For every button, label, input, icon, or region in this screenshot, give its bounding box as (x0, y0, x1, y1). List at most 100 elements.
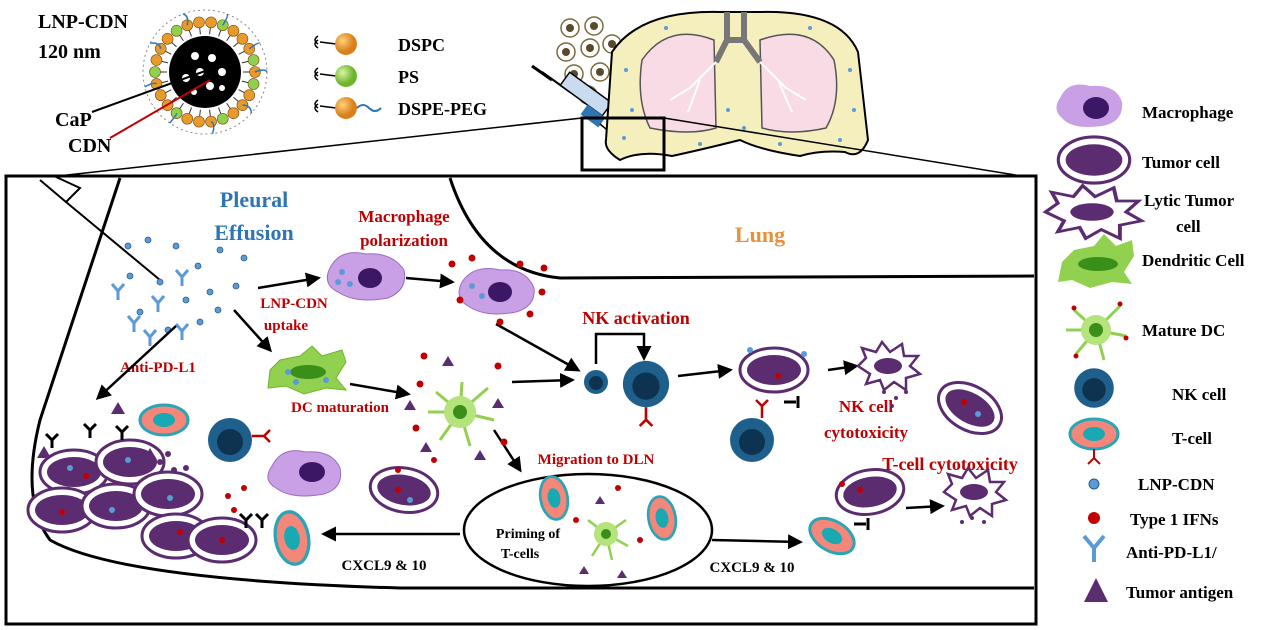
nk-activation-label: NK activation (582, 308, 690, 328)
lipid-headgroup (247, 54, 260, 66)
syringe-icon (531, 16, 622, 135)
t-cell-1 (138, 403, 190, 437)
priming-label-1: Priming of (496, 527, 560, 542)
dc-maturation-label: DC maturation (291, 400, 390, 416)
legend-tumor-antigen: Tumor antigen (1126, 583, 1234, 602)
legend-nk-cell: NK cell (1172, 385, 1227, 404)
cxcl-left-label: CXCL9 & 10 (342, 558, 427, 574)
lipid-dspe-peg: DSPE-PEG (398, 99, 487, 119)
nk-cytotoxicity-label-2: cytotoxicity (824, 423, 909, 442)
lipid-legend: DSPC PS DSPE-PEG (314, 33, 487, 119)
uptake-label-1: LNP-CDN (260, 296, 328, 312)
lytic-cell-2 (942, 466, 1008, 524)
tcell-cytotoxicity-label: T-cell cytotoxicity (882, 454, 1018, 474)
nk-cell-small (584, 370, 608, 394)
lipid-headgroup (236, 33, 249, 45)
lipid-headgroup (149, 66, 161, 78)
lipid-headgroup (247, 78, 260, 90)
macrophage-polarization-label-1: Macrophage (358, 207, 450, 226)
lnp-dot-icon (1088, 478, 1100, 490)
needle-icon (39, 175, 161, 281)
nk-activation-arrow (594, 332, 652, 364)
legend-lnp-cdn: LNP-CDN (1138, 475, 1215, 494)
lipid-headgroup (227, 25, 240, 37)
lipid-headgroup (193, 16, 205, 29)
migration-label: Migration to DLN (538, 452, 655, 468)
nk-cytotoxicity-label-1: NK cell (839, 397, 894, 416)
macrophage-icon (1056, 84, 1123, 127)
pleural-title-2: Effusion (214, 220, 293, 245)
antibody-icon (1082, 534, 1106, 562)
anti-pdl1-label: Anti-PD-L1 (120, 360, 196, 376)
priming-label-2: T-cells (501, 547, 540, 562)
legend-type1-ifns: Type 1 IFNs (1130, 510, 1219, 529)
cdn-pointer (109, 79, 211, 139)
ps-icon (335, 65, 357, 87)
legend-macrophage: Macrophage (1142, 103, 1234, 122)
lnp-title: LNP-CDN (38, 11, 129, 33)
dendritic-cell (267, 345, 348, 395)
cdn-label: CDN (68, 135, 112, 157)
tumor-cell-4 (928, 370, 1012, 446)
tumor-cell-pleura (26, 438, 258, 564)
lytic-tumor-cell-icon (1043, 183, 1144, 241)
macrophage-3 (267, 450, 342, 497)
nk-cell-activated (622, 360, 670, 427)
pleural-title-1: Pleural (220, 187, 288, 212)
cap-label: CaP (55, 109, 92, 131)
legend-t-cell: T-cell (1172, 429, 1212, 448)
lipid-headgroup (161, 33, 174, 45)
mature-dc (404, 352, 508, 460)
tumor-cell-icon (1056, 135, 1132, 185)
lipid-headgroup (243, 89, 256, 102)
dendritic-cell-icon (1058, 234, 1134, 288)
macrophage-1 (326, 252, 406, 301)
ifn-dot-icon (1088, 512, 1100, 524)
lipid-headgroup (216, 112, 229, 125)
dspc-icon (335, 33, 357, 55)
legend-mature-dc: Mature DC (1142, 321, 1225, 340)
lipid-headgroup (193, 115, 205, 128)
lung-title: Lung (735, 222, 785, 247)
cap-pointer (91, 69, 209, 113)
nk-cell-1 (208, 418, 271, 462)
antigen-triangle-icon (1084, 578, 1108, 602)
nk-cell-2 (730, 399, 774, 462)
lipid-headgroup (170, 25, 183, 37)
lnp-scatter (124, 236, 248, 334)
mature-dc-node (573, 485, 643, 578)
ifn-dots (225, 457, 845, 513)
lipid-headgroup (227, 107, 240, 119)
tumor-antigens (37, 402, 157, 460)
lnp-size: 120 nm (38, 41, 101, 63)
lipid-headgroup (205, 16, 217, 29)
cxcl-right-label: CXCL9 & 10 (710, 560, 795, 576)
legend-dendritic-cell: Dendritic Cell (1142, 251, 1245, 270)
legend-anti-pdl1: Anti-PD-L1/ (1126, 543, 1217, 562)
tumor-cell-2 (738, 346, 810, 394)
macrophage-2 (448, 254, 548, 326)
uptake-label-2: uptake (264, 318, 309, 334)
mature-dc-icon (1066, 301, 1129, 361)
legend-tumor-cell: Tumor cell (1142, 153, 1220, 172)
lnp-cdn-nanoparticle (91, 9, 268, 139)
lipid-headgroup (181, 112, 194, 125)
lipid-headgroup (150, 54, 163, 66)
lipid-headgroup (154, 89, 167, 102)
lytic-cell-1 (856, 340, 922, 408)
dspe-peg-icon (335, 97, 357, 119)
lipid-ps: PS (398, 67, 419, 87)
macrophage-polarization-label-2: polarization (360, 231, 448, 250)
tumor-cell-3 (831, 462, 909, 522)
checkpoint-blockers (44, 396, 870, 530)
flow-arrows (95, 272, 945, 550)
tumor-cell-1 (365, 460, 443, 520)
nk-cell-icon (1074, 368, 1114, 408)
zoom-box (580, 116, 666, 172)
chest-lung-illustration (39, 10, 1035, 179)
lipid-dspc: DSPC (398, 35, 445, 55)
t-cell-icon (1068, 417, 1120, 465)
